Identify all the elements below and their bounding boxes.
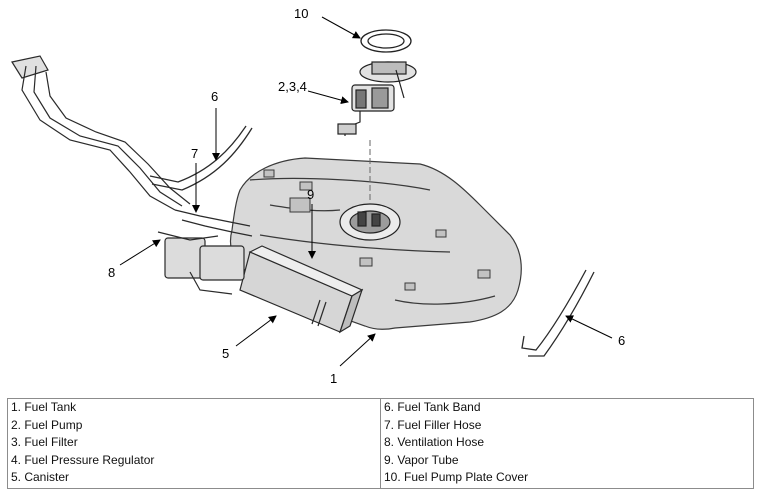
parts-legend-table: 1. Fuel Tank 2. Fuel Pump 3. Fuel Filter… — [7, 398, 754, 489]
fuel-system-diagram — [11, 16, 613, 367]
tank-raised-pads — [263, 169, 491, 291]
legend-item: 10. Fuel Pump Plate Cover — [384, 470, 529, 484]
fuel-tank-band-left-drawing — [149, 125, 253, 191]
callout-10: 10 — [294, 6, 309, 21]
legend-item: 4. Fuel Pressure Regulator — [11, 452, 155, 467]
callout-1: 1 — [330, 371, 338, 386]
callout-2-3-4: 2,3,4 — [278, 79, 307, 94]
callout-5: 5 — [222, 346, 230, 361]
pump-plate-cover-drawing — [360, 29, 412, 53]
pump-opening — [339, 203, 401, 241]
callout-7: 7 — [191, 146, 199, 161]
callout-6-right: 6 — [618, 333, 626, 348]
legend-item: 6. Fuel Tank Band — [384, 400, 481, 414]
legend-item: 1. Fuel Tank — [11, 400, 77, 414]
leader-lines — [119, 16, 613, 367]
fuel-pump-assembly-drawing — [337, 61, 417, 136]
legend-item: 5. Canister — [11, 470, 70, 484]
legend-item: 7. Fuel Filler Hose — [384, 417, 482, 432]
legend-item: 8. Ventilation Hose — [384, 435, 485, 449]
legend-item: 9. Vapor Tube — [384, 452, 459, 467]
canister-drawing — [239, 245, 364, 334]
callout-6-left: 6 — [211, 89, 219, 104]
callout-9: 9 — [307, 187, 315, 202]
legend-item: 2. Fuel Pump — [11, 417, 83, 432]
fuel-tank-band-right-drawing — [521, 269, 595, 357]
legend-left-column: 1. Fuel Tank 2. Fuel Pump 3. Fuel Filter… — [7, 398, 381, 489]
ventilation-hose-drawing — [157, 231, 245, 295]
callout-8: 8 — [108, 265, 116, 280]
fuel-filler-pipes-drawing — [11, 55, 253, 237]
legend-item: 3. Fuel Filter — [11, 435, 78, 449]
legend-right-column: 6. Fuel Tank Band 7. Fuel Filler Hose 8.… — [380, 398, 754, 489]
